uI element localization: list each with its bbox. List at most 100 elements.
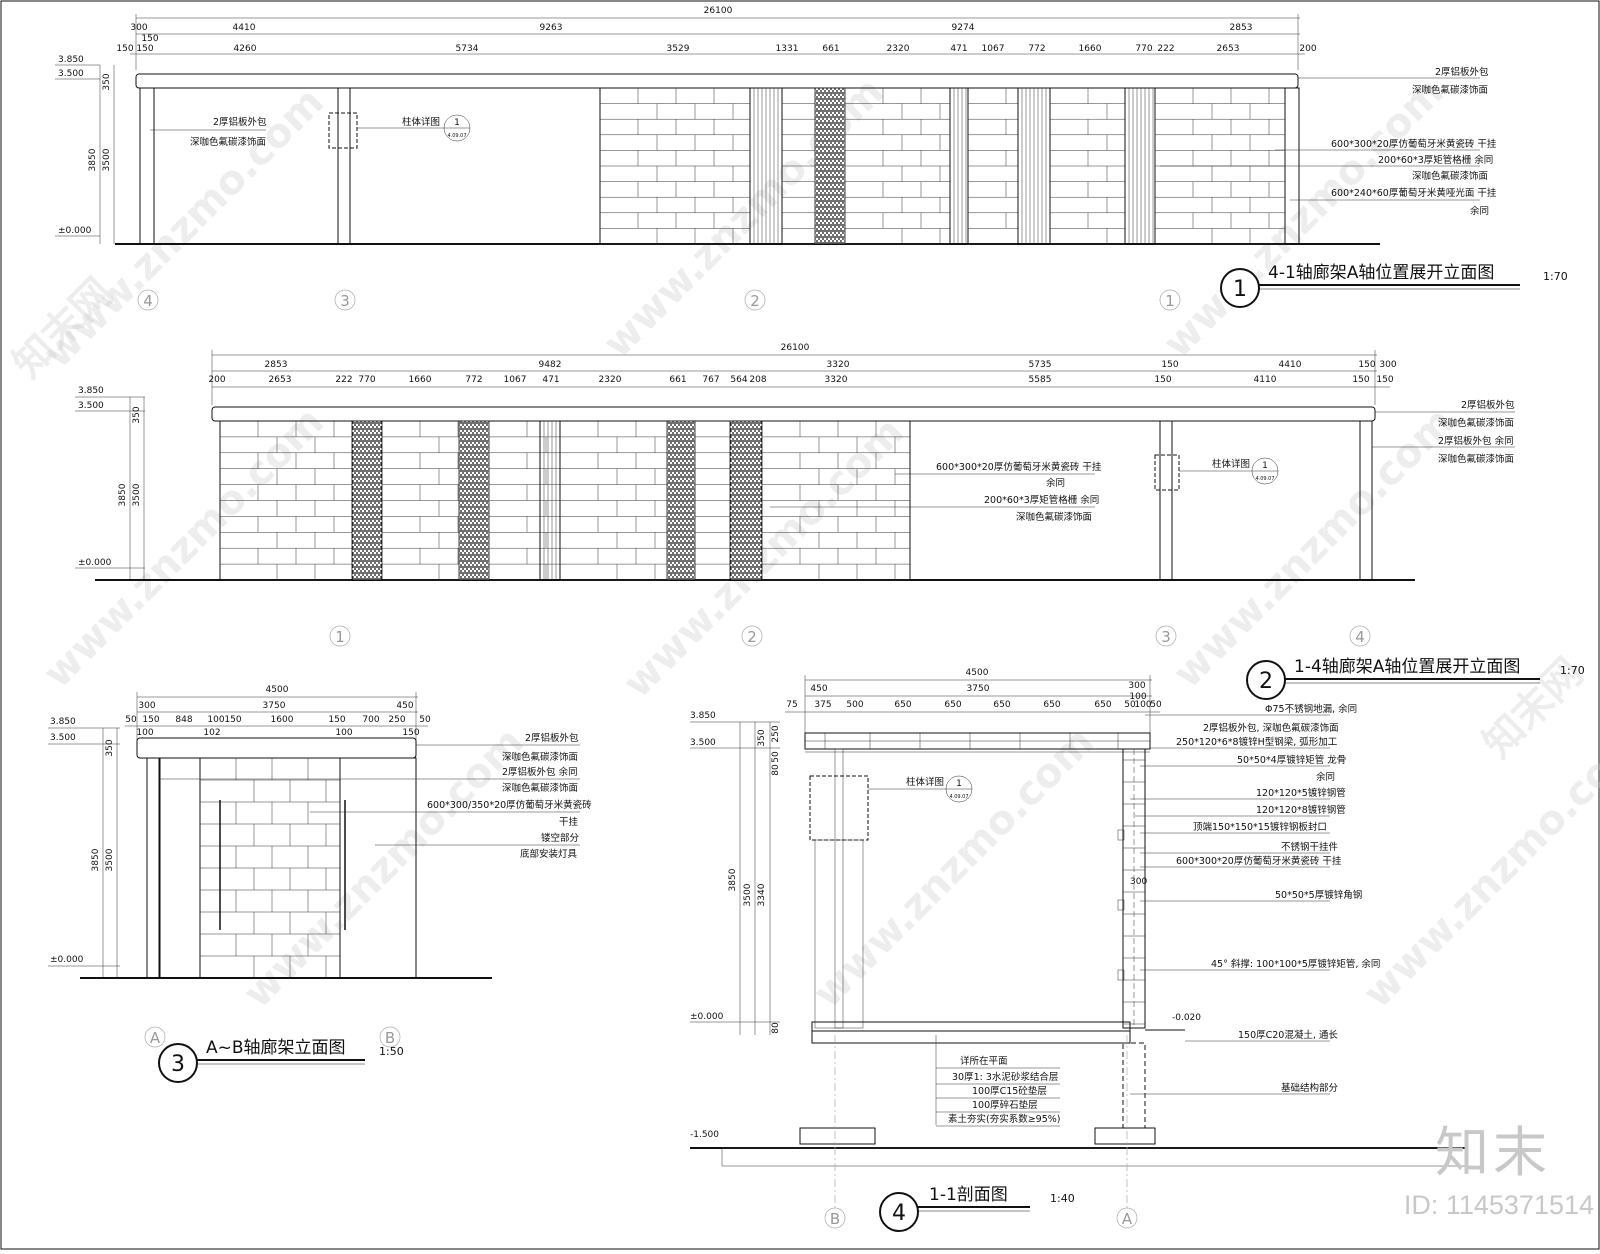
dim: 100	[1134, 700, 1151, 710]
note: 余同	[1470, 205, 1489, 217]
dim: 3750	[263, 701, 286, 711]
drawing-scale: 1:40	[1050, 1192, 1075, 1205]
detail-marker	[1154, 454, 1180, 491]
dim: 100	[136, 728, 153, 738]
column	[1359, 420, 1373, 581]
dim: 300	[138, 701, 155, 711]
dim: 9263	[540, 23, 563, 33]
column-b-cladding	[814, 839, 864, 1029]
dim: 75	[786, 700, 797, 710]
dim: 650	[993, 700, 1010, 710]
dim: 208	[749, 375, 766, 385]
drawing-title: A~B轴廊架立面图	[206, 1038, 346, 1058]
note: 深咖色氟碳漆饰面	[1016, 511, 1092, 523]
dim-vert: 3500	[102, 148, 112, 171]
dim: 150	[1352, 375, 1369, 385]
dim: 9482	[539, 360, 562, 370]
elevation-3: 4500 300 3750 450 50 150 848 100 150 160…	[48, 685, 592, 1083]
detail-no: 1	[454, 118, 460, 128]
watermark: www.znzmo.com	[1355, 719, 1600, 1017]
dim: 564	[730, 375, 747, 385]
dim: 300	[1379, 360, 1396, 370]
dim: 50	[1150, 700, 1162, 710]
drawing-title: 1-1剖面图	[929, 1185, 1008, 1205]
watermark: www.znzmo.com	[595, 69, 893, 367]
axis-label: 2	[747, 628, 757, 646]
dim: 150	[1154, 375, 1171, 385]
grille	[729, 420, 763, 581]
dim: 650	[1094, 700, 1111, 710]
dim: 2853	[265, 360, 288, 370]
note: 镂空部分	[541, 832, 580, 844]
dim: 5735	[1029, 360, 1052, 370]
dim: 5734	[456, 44, 479, 54]
dim: 4260	[234, 44, 257, 54]
axis-label: 1	[335, 628, 345, 646]
note: 余同	[1046, 477, 1065, 489]
axis-label: 1	[1165, 292, 1175, 310]
dim: 650	[894, 700, 911, 710]
dim-vert: 80	[771, 1022, 781, 1034]
dim: 770	[1135, 44, 1152, 54]
level-top: 3.850	[78, 386, 104, 396]
axis-label: B	[830, 1210, 840, 1228]
dim-vert: 350	[132, 406, 142, 423]
level-ground: ±0.000	[78, 558, 112, 568]
dim-vert: 3500	[105, 848, 115, 871]
dim: 772	[465, 375, 482, 385]
column	[1159, 420, 1173, 581]
image-id: ID: 1145371514	[1403, 1190, 1594, 1220]
note: 600*300*20厚仿葡萄牙米黄瓷砖 干挂	[936, 461, 1102, 473]
axis-label: B	[385, 1029, 395, 1047]
axis-label: A	[150, 1029, 161, 1047]
level-ground: ±0.000	[690, 1012, 724, 1022]
dim-vert: 3850	[91, 848, 101, 871]
dim: 150	[328, 715, 345, 725]
drawing-number: 1	[1233, 277, 1247, 302]
detail-ref: 4.09.07	[1255, 476, 1274, 482]
dim: 100	[1129, 692, 1146, 702]
dim: 50	[419, 715, 431, 725]
drawing-title: 1-4轴廊架A轴位置展开立面图	[1294, 657, 1520, 677]
note: 深咖色氟碳漆饰面	[190, 136, 266, 148]
note: 2厚铝板外包, 深咖色氟碳漆饰面	[1203, 722, 1339, 734]
dim-total: 26100	[704, 6, 733, 16]
level-top: 3.850	[690, 711, 716, 721]
dim: 1331	[776, 44, 799, 54]
note: 600*240*60厚葡萄牙米黄哑光面 干挂	[1331, 187, 1497, 199]
note: 100厚碎石垫层	[972, 1099, 1038, 1111]
note: 600*300*20厚仿葡萄牙米黄瓷砖 干挂	[1176, 855, 1342, 867]
grille	[666, 420, 696, 581]
dim: 2320	[599, 375, 622, 385]
dim: 4410	[233, 23, 256, 33]
note: 45° 斜撑: 100*100*5厚镀锌矩管, 余同	[1211, 958, 1380, 970]
note: 深咖色氟碳漆饰面	[1438, 453, 1514, 465]
note: 50*50*5厚镀锌角钢	[1275, 889, 1362, 901]
dim: 9274	[952, 23, 975, 33]
dim-vert: 80	[771, 764, 781, 776]
dim: 700	[362, 715, 379, 725]
dim-vert: 350	[105, 739, 115, 756]
note: 120*120*5镀锌钢管	[1256, 787, 1346, 799]
dim: 50	[125, 715, 137, 725]
grille	[159, 757, 201, 979]
dim: 222	[1157, 44, 1174, 54]
dim-vert: 50	[771, 751, 781, 763]
axis-label: A	[1122, 1210, 1133, 1228]
dim-vert: 3850	[728, 868, 738, 891]
dim: 1660	[1079, 44, 1102, 54]
level-beam: 3.500	[50, 733, 76, 743]
section-4: 4500 450 3750 300 100 75 375 500 650 650…	[690, 668, 1466, 1232]
level-beam: 3.500	[58, 69, 84, 79]
dim: 3320	[825, 375, 848, 385]
dim: 100	[335, 728, 352, 738]
dim: 200	[1299, 44, 1316, 54]
dim-vert: 3500	[743, 883, 753, 906]
dim: 661	[822, 44, 839, 54]
dim: 450	[810, 684, 827, 694]
level-neg: -1.500	[690, 1130, 719, 1140]
paving	[811, 1021, 1131, 1032]
dim: 200	[208, 375, 225, 385]
dim: 2653	[269, 375, 292, 385]
